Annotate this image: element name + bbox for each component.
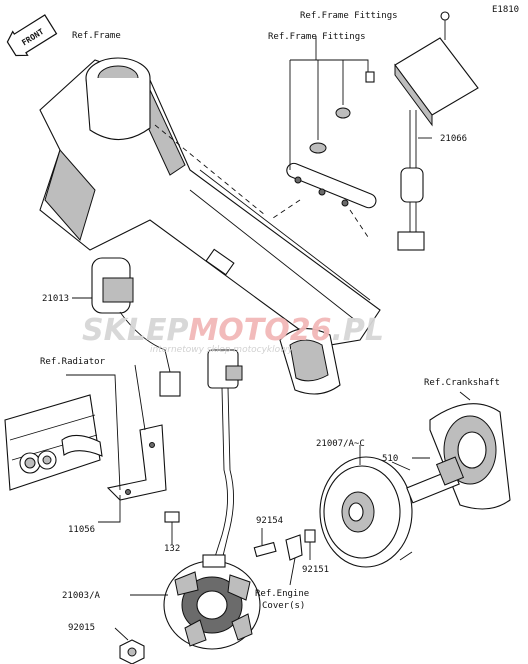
watermark-part2: MOTO — [188, 313, 289, 348]
label-92154: 92154 — [256, 516, 283, 526]
frame-fittings-drawing — [269, 36, 377, 241]
front-direction-badge: FRONT — [6, 14, 58, 57]
crankshaft-drawing — [406, 391, 511, 510]
diagram-id: E1810 — [492, 5, 519, 15]
bolts-92154-92151-drawing — [253, 528, 316, 586]
label-21013: 21013 — [42, 294, 69, 304]
watermark-part1: SKLEP — [82, 313, 188, 348]
labels: E1810 Ref.Frame Ref.Frame Fittings Ref.F… — [40, 5, 519, 633]
label-510: 510 — [382, 454, 398, 464]
watermark-part4: .PL — [332, 313, 385, 348]
watermark-part3: 26 — [290, 313, 332, 348]
label-ref-frame-fittings: Ref.Frame Fittings — [268, 32, 366, 42]
svg-text:SKLEPMOTO26.PL: SKLEPMOTO26.PL — [82, 313, 384, 348]
regulator-rectifier-drawing — [394, 11, 479, 251]
label-ref-radiator: Ref.Radiator — [40, 357, 106, 367]
label-11056: 11056 — [68, 525, 95, 535]
label-21007: 21007/A~C — [316, 439, 365, 449]
stator-21003-drawing — [130, 349, 261, 650]
bolt-132-drawing — [164, 511, 180, 545]
label-21003: 21003/A — [62, 591, 101, 601]
label-ref-crankshaft: Ref.Crankshaft — [424, 378, 500, 388]
label-ref-frame-fittings-top: Ref.Frame Fittings — [300, 11, 398, 21]
radiator-drawing — [4, 364, 167, 523]
watermark: SKLEPMOTO26.PL internetowy sklep motocyk… — [82, 313, 384, 355]
frame-drawing — [39, 57, 381, 395]
label-132: 132 — [164, 544, 180, 554]
flywheel-21007-drawing — [319, 445, 413, 568]
label-ref-engine-cover-line1: Ref.Engine — [255, 589, 309, 599]
label-21066: 21066 — [440, 134, 467, 144]
nut-92015-drawing — [114, 627, 145, 664]
label-92151: 92151 — [302, 565, 329, 575]
watermark-tagline: internetowy sklep motocyklowy — [150, 345, 293, 355]
label-92015: 92015 — [68, 623, 95, 633]
label-ref-engine-cover-line2: Cover(s) — [262, 601, 305, 611]
coil-21013-drawing — [72, 257, 181, 397]
label-ref-frame: Ref.Frame — [72, 31, 121, 41]
